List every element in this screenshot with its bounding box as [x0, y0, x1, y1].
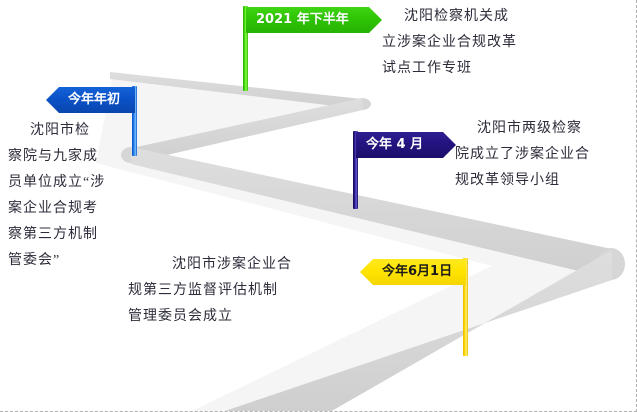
flag-pole-green [243, 6, 248, 91]
road-segment-2 [132, 98, 363, 163]
flag-pole-yellow [463, 258, 468, 356]
milestone-description-yellow: 沈阳市涉案企业合 规第三方监督评估机制 管理委员会成立 [128, 257, 292, 324]
flag-pole-navy [353, 131, 358, 209]
milestone-description-green: 沈阳检察机关成 立涉案企业合规改革 试点工作专班 [382, 9, 517, 76]
road-segment-3 [131, 147, 612, 279]
flag-label-blue[interactable]: 今年年初 [46, 87, 135, 113]
road-segment-1 [110, 72, 362, 109]
flag-pole-blue [132, 86, 137, 156]
milestone-description-navy: 沈阳市两级检察 院成立了涉案企业合 规改革领导小组 [455, 121, 590, 188]
milestone-description-blue: 沈阳市检 察院与九家成 员单位成立“涉 案企业合规考 察第三方机制 管委会” [8, 123, 106, 268]
flag-label-navy[interactable]: 今年 4 月 [356, 132, 456, 158]
flag-label-yellow[interactable]: 今年6月1日 [360, 259, 466, 285]
flag-label-green[interactable]: 2021 年下半年 [246, 7, 382, 33]
